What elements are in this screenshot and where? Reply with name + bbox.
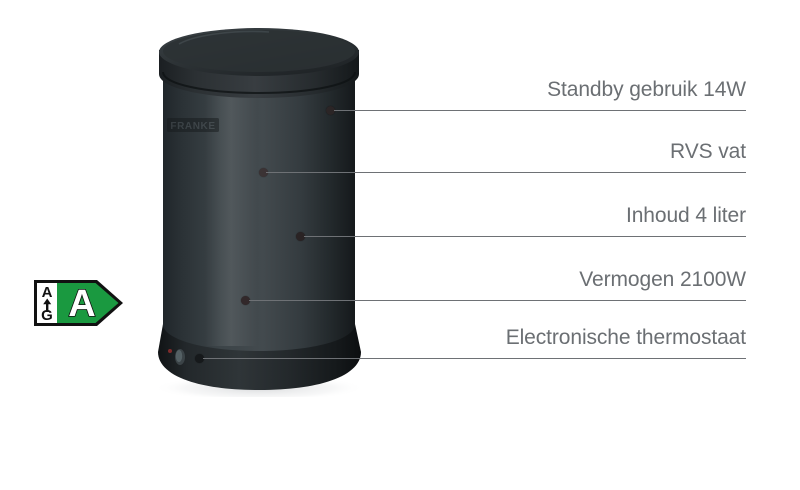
callout-inhoud-dot	[296, 232, 305, 241]
boiler-illustration: FRANKE	[145, 22, 380, 397]
callout-rvs-vat-dot	[259, 168, 268, 177]
energy-scale-up-arrow-icon	[43, 298, 52, 312]
callout-thermostaat-label: Electronische thermostaat	[505, 326, 746, 349]
boiler-graphic: FRANKE	[153, 28, 365, 397]
energy-label-green-arrow	[57, 283, 119, 323]
callout-thermostaat-leader	[203, 358, 746, 359]
boiler-body-highlight	[205, 74, 257, 346]
boiler-lid-seam	[162, 71, 356, 95]
callout-inhoud-label: Inhoud 4 liter	[625, 204, 746, 227]
callout-rvs-vat-label: RVS vat	[670, 140, 746, 163]
callout-vermogen-leader	[249, 300, 746, 301]
energy-label-graphic: A G A	[34, 280, 123, 326]
boiler-indicator-group	[168, 349, 185, 365]
callout-vermogen-label: Vermogen 2100W	[579, 268, 746, 291]
callout-inhoud-leader	[304, 236, 746, 237]
callout-thermostaat-dot	[195, 354, 204, 363]
boiler-indicator-lamp-glass	[175, 350, 183, 362]
energy-scale-bottom-letter: G	[41, 307, 53, 324]
energy-rating-letter: A	[68, 283, 95, 325]
callout-standby-label: Standby gebruik 14W	[547, 78, 746, 101]
callout-vermogen-dot	[241, 296, 250, 305]
boiler-power-led-icon	[168, 349, 172, 353]
boiler-lid-top-inner	[163, 30, 355, 72]
brand-logo-text: FRANKE	[170, 121, 215, 132]
callout-rvs-vat-leader	[266, 172, 746, 173]
energy-efficiency-label: A G A	[33, 279, 125, 327]
callout-standby-leader	[334, 110, 746, 111]
callout-standby-dot	[326, 106, 335, 115]
boiler-lid-sheen	[178, 30, 270, 45]
brand-logo: FRANKE	[167, 118, 219, 132]
energy-scale-top-letter: A	[42, 284, 53, 301]
